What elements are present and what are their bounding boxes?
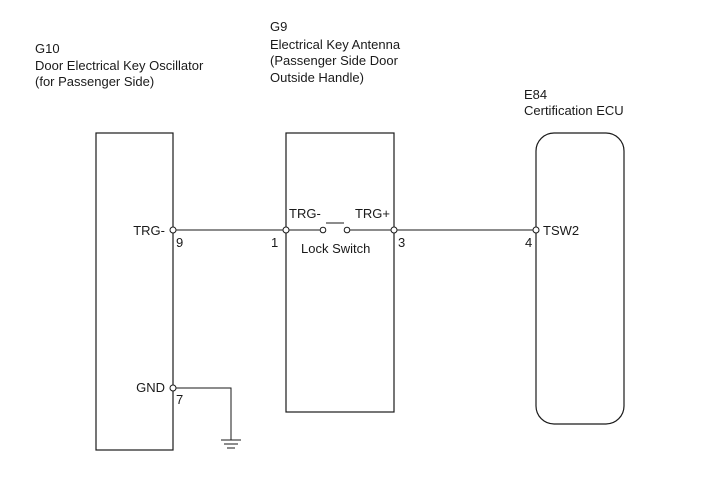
oscillator-pin-9-label: TRG- [133, 223, 165, 238]
oscillator-name-line2: (for Passenger Side) [35, 74, 154, 89]
ecu-header: E84 Certification ECU [524, 87, 624, 118]
ecu-code: E84 [524, 87, 547, 102]
ecu-name-line1: Certification ECU [524, 103, 624, 118]
ecu-pin-4-node [532, 226, 540, 234]
oscillator-pin-9-node [169, 226, 177, 234]
antenna-name-line1: Electrical Key Antenna [270, 37, 401, 52]
oscillator-code: G10 [35, 41, 60, 56]
ecu-box [535, 132, 625, 425]
antenna-code: G9 [270, 19, 287, 34]
lock-switch-contact-right [343, 226, 351, 234]
oscillator-pin-7-label: GND [136, 380, 165, 395]
oscillator-pin-7-number: 7 [176, 392, 183, 407]
wire-gnd [173, 387, 232, 440]
antenna-header: G9 Electrical Key Antenna (Passenger Sid… [270, 19, 401, 85]
antenna-pin-1-label: TRG- [289, 206, 321, 221]
lock-switch-contact-left [319, 226, 327, 234]
antenna-pin-3-label: TRG+ [355, 206, 390, 221]
oscillator-box [95, 132, 174, 451]
oscillator-name-line1: Door Electrical Key Oscillator [35, 58, 204, 73]
lock-switch-symbol [319, 222, 351, 234]
antenna-pin-1-number: 1 [271, 235, 278, 250]
ecu-pin-4-label: TSW2 [543, 223, 579, 238]
lock-switch-label: Lock Switch [301, 241, 370, 256]
oscillator-header: G10 Door Electrical Key Oscillator (for … [35, 41, 204, 89]
oscillator-pin-9-number: 9 [176, 235, 183, 250]
oscillator-pin-7-node [169, 384, 177, 392]
ecu-pin-4-number: 4 [525, 235, 532, 250]
antenna-pin-3-node [390, 226, 398, 234]
antenna-pin-1-node [282, 226, 290, 234]
antenna-pin-3-number: 3 [398, 235, 405, 250]
antenna-box [285, 132, 395, 413]
ground-symbol [221, 439, 241, 449]
antenna-name-line3: Outside Handle) [270, 70, 364, 85]
antenna-name-line2: (Passenger Side Door [270, 53, 399, 68]
